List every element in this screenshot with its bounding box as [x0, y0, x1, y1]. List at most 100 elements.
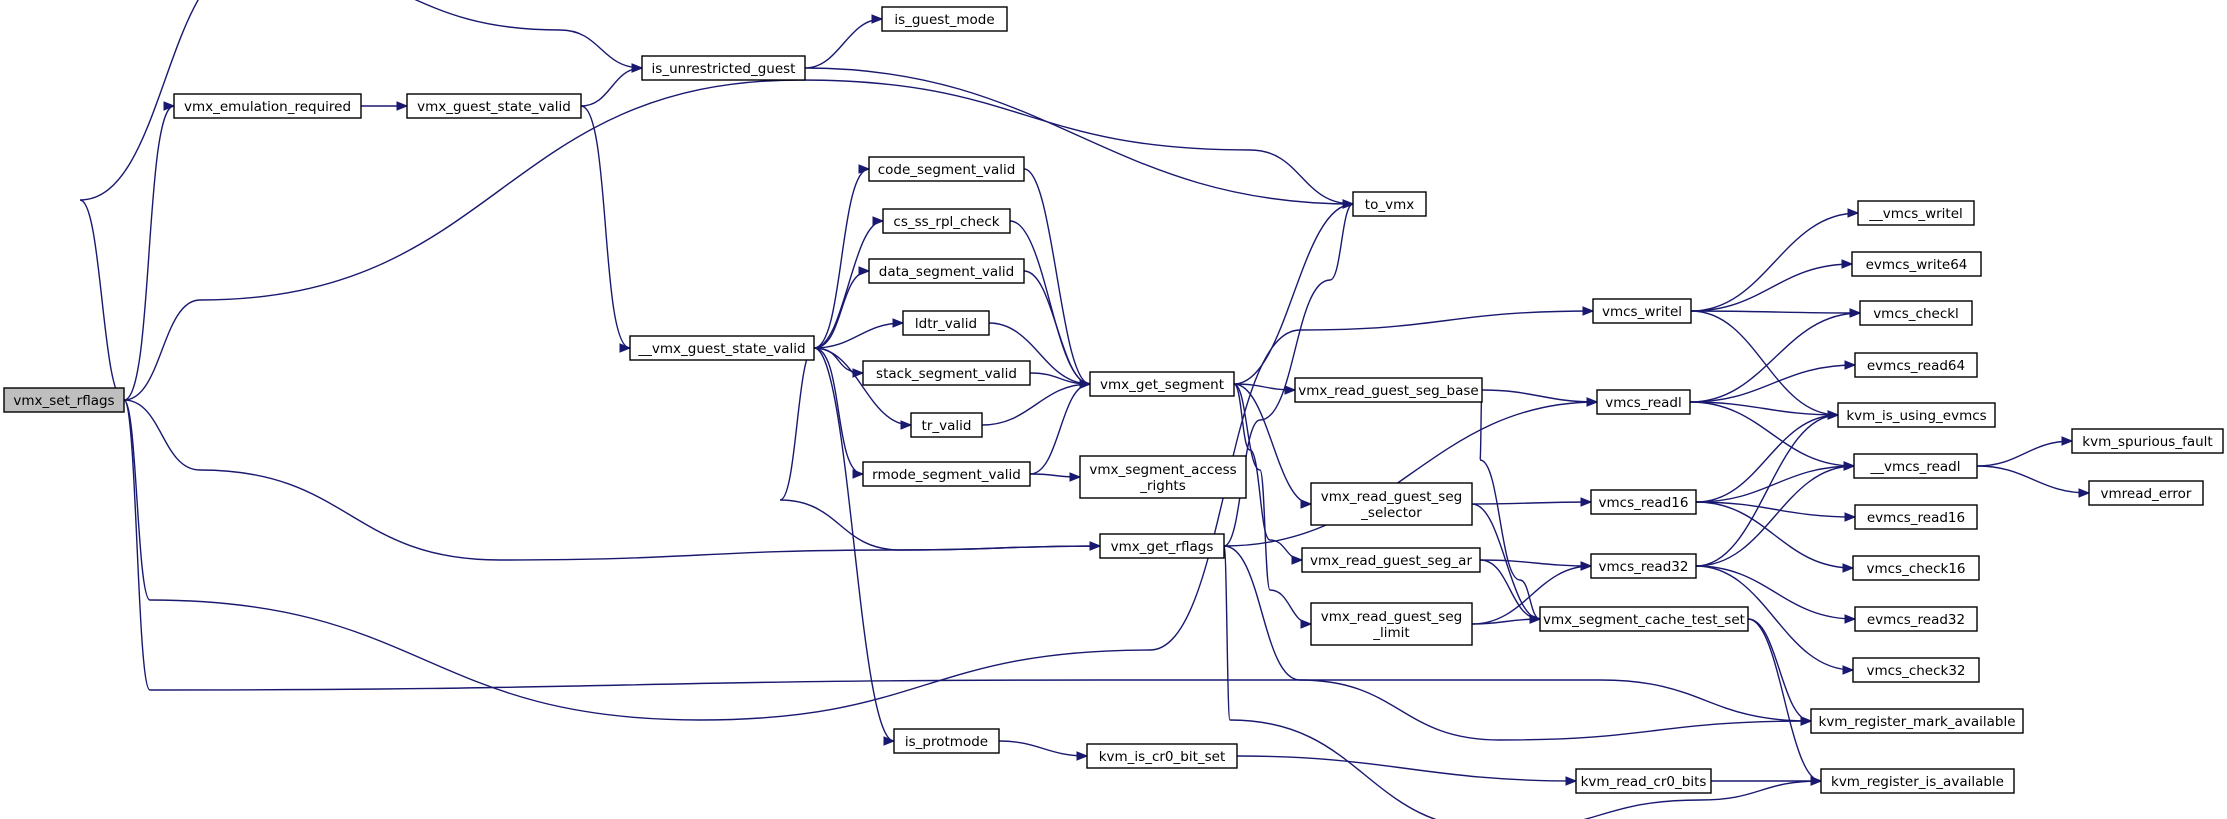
- edge-vmx-guest-state-valid-to-code-segment-valid: [813, 164, 871, 349]
- node-cs-ss-rpl-check[interactable]: cs_ss_rpl_check: [882, 208, 1011, 234]
- node-label: evmcs_read32: [1867, 612, 1965, 628]
- edge-vmx-get-segment-to-vmx-read-guest-seg-ar: [1233, 383, 1304, 565]
- node-vmx-emulation-required[interactable]: vmx_emulation_required: [173, 93, 362, 119]
- node-data-segment-valid[interactable]: data_segment_valid: [868, 258, 1025, 284]
- node-vmcs-read16[interactable]: vmcs_read16: [1590, 489, 1697, 515]
- edge-vmcs-readl-to-evmcs-read64: [1689, 360, 1857, 403]
- edge-vmcs-readl-to-kvm-spurious-fault: [1976, 436, 2074, 467]
- node-label: vmcs_writel: [1602, 304, 1682, 320]
- node-label: __vmcs_writel: [1868, 206, 1963, 222]
- edge-vmx-guest-state-valid-to-vmx-get-rflags: [779, 347, 1102, 551]
- edge-vmcs-writel-to-vmcs-writel: [1690, 208, 1860, 312]
- node-kvm-is-cr0-bit-set[interactable]: kvm_is_cr0_bit_set: [1086, 743, 1238, 769]
- edge-vmx-get-rflags-to-kvm-register-is-available: [1223, 545, 1823, 819]
- node-label: __vmx_guest_state_valid: [637, 341, 805, 357]
- node-vmx-read-guest-seg-limit[interactable]: vmx_read_guest_seg_limit: [1310, 602, 1473, 646]
- node-kvm-read-cr0-bits[interactable]: kvm_read_cr0_bits: [1575, 768, 1712, 794]
- node-vmcs-check16[interactable]: vmcs_check16: [1852, 555, 1980, 581]
- node-code-segment-valid[interactable]: code_segment_valid: [868, 156, 1025, 182]
- node-label: evmcs_read16: [1867, 510, 1965, 526]
- node-vmx-read-guest-seg-base[interactable]: vmx_read_guest_seg_base: [1294, 377, 1483, 403]
- edge-vmx-segment-cache-test-set-to-kvm-register-is-available: [1747, 618, 1823, 786]
- edge-vmcs-read32-to-kvm-is-using-evmcs: [1695, 410, 1840, 567]
- edge-tr-valid-to-vmx-get-segment: [981, 379, 1092, 426]
- node-vmcs-writel[interactable]: vmcs_writel: [1592, 298, 1692, 324]
- node-evmcs-read64[interactable]: evmcs_read64: [1854, 352, 1978, 378]
- node-is-guest-mode[interactable]: is_guest_mode: [881, 6, 1008, 32]
- node-label: rmode_segment_valid: [872, 467, 1021, 483]
- node-kvm-is-using-evmcs[interactable]: kvm_is_using_evmcs: [1837, 402, 1996, 428]
- edge-vmcs-read16-to-vmcs-readl: [1695, 461, 1856, 503]
- node-evmcs-write64[interactable]: evmcs_write64: [1851, 251, 1982, 277]
- edge-vmx-guest-state-valid-to-cs-ss-rpl-check: [813, 216, 885, 349]
- node-label: kvm_is_cr0_bit_set: [1099, 749, 1226, 765]
- node-label: kvm_is_using_evmcs: [1846, 408, 1986, 424]
- node-vmx-segment-access-rights[interactable]: vmx_segment_access_rights: [1079, 455, 1247, 499]
- edge-vmx-read-guest-seg-base-to-vmcs-readl: [1481, 389, 1599, 407]
- node-label: is_unrestricted_guest: [652, 61, 796, 77]
- edge-vmcs-readl-to-vmread-error: [1976, 465, 2091, 498]
- edge-vmx-read-guest-seg-limit-to-vmx-segment-cache-test-set: [1471, 614, 1542, 625]
- node-vmread-error[interactable]: vmread_error: [2088, 480, 2204, 506]
- node-label: vmx_emulation_required: [184, 99, 351, 115]
- edge-vmcs-writel-to-vmcs-checkl: [1690, 308, 1862, 318]
- node-vmx-read-guest-seg-selector[interactable]: vmx_read_guest_seg_selector: [1310, 482, 1473, 526]
- node-label: code_segment_valid: [878, 162, 1016, 178]
- node-vmx-set-rflags[interactable]: vmx_set_rflags: [3, 387, 125, 413]
- node-label: _limit: [1372, 625, 1409, 641]
- node-kvm-register-mark-available[interactable]: kvm_register_mark_available: [1810, 708, 2024, 734]
- node-evmcs-read32[interactable]: evmcs_read32: [1854, 606, 1978, 632]
- node-tr-valid[interactable]: tr_valid: [910, 412, 983, 438]
- node-is-unrestricted-guest[interactable]: is_unrestricted_guest: [641, 55, 806, 81]
- node-label: is_guest_mode: [894, 12, 994, 28]
- node-vmx-read-guest-seg-ar[interactable]: vmx_read_guest_seg_ar: [1301, 547, 1481, 573]
- node-label: to_vmx: [1365, 197, 1414, 213]
- node-label: vmx_segment_cache_test_set: [1543, 612, 1745, 628]
- edge-vmcs-writel-to-evmcs-write64: [1690, 259, 1854, 312]
- node-vmcs-read32[interactable]: vmcs_read32: [1590, 553, 1697, 579]
- node-vmx-segment-cache-test-set[interactable]: vmx_segment_cache_test_set: [1539, 606, 1749, 632]
- node-vmcs-checkl[interactable]: vmcs_checkl: [1859, 300, 1973, 326]
- node-vmcs-writel[interactable]: __vmcs_writel: [1857, 200, 1975, 226]
- node-label: vmcs_read16: [1599, 495, 1689, 511]
- edge-vmcs-read16-to-evmcs-read16: [1695, 501, 1857, 522]
- node-rmode-segment-valid[interactable]: rmode_segment_valid: [862, 461, 1031, 487]
- edge-vmx-guest-state-valid-to-is-protmode: [813, 347, 896, 746]
- node-is-protmode[interactable]: is_protmode: [893, 728, 1000, 754]
- node-vmx-get-segment[interactable]: vmx_get_segment: [1089, 371, 1235, 397]
- edge-kvm-is-cr0-bit-set-to-kvm-read-cr0-bits: [1236, 755, 1578, 786]
- edge-is-unrestricted-guest-to-to-vmx: [804, 67, 1355, 209]
- node-vmx-get-rflags[interactable]: vmx_get_rflags: [1099, 533, 1225, 559]
- node-label: vmcs_readl: [1605, 395, 1682, 411]
- node-stack-segment-valid[interactable]: stack_segment_valid: [862, 360, 1031, 386]
- edge-vmx-guest-state-valid-to-tr-valid: [813, 347, 913, 430]
- node-vmx-guest-state-valid[interactable]: __vmx_guest_state_valid: [629, 335, 815, 361]
- node-to-vmx[interactable]: to_vmx: [1352, 191, 1427, 217]
- edge-vmx-guest-state-valid-to-stack-segment-valid: [813, 347, 865, 378]
- node-kvm-register-is-available[interactable]: kvm_register_is_available: [1820, 768, 2015, 794]
- node-kvm-spurious-fault[interactable]: kvm_spurious_fault: [2071, 428, 2224, 454]
- node-vmcs-readl[interactable]: __vmcs_readl: [1853, 453, 1978, 479]
- node-label: vmread_error: [2101, 486, 2192, 502]
- node-evmcs-read16[interactable]: evmcs_read16: [1854, 504, 1978, 530]
- edge-vmx-guest-state-valid-to-is-unrestricted-guest: [580, 63, 644, 107]
- node-label: vmx_read_guest_seg_ar: [1310, 553, 1472, 569]
- node-vmx-guest-state-valid[interactable]: vmx_guest_state_valid: [406, 93, 582, 119]
- node-label: vmx_segment_access: [1089, 462, 1236, 478]
- node-label: _rights: [1139, 478, 1186, 494]
- edge-vmx-set-rflags-to-kvm-register-mark-available: [123, 399, 1813, 726]
- node-label: vmx_read_guest_seg: [1321, 609, 1462, 625]
- edge-vmx-set-rflags-to-vmx-emulation-required: [123, 101, 176, 401]
- edge-vmx-set-rflags-to-is-unrestricted-guest: [79, 0, 644, 401]
- node-vmcs-check32[interactable]: vmcs_check32: [1852, 657, 1980, 683]
- node-vmcs-readl[interactable]: vmcs_readl: [1596, 389, 1691, 415]
- edge-is-unrestricted-guest-to-is-guest-mode: [804, 14, 884, 69]
- node-label: kvm_register_mark_available: [1819, 714, 2016, 730]
- node-label: kvm_register_is_available: [1831, 774, 2004, 790]
- node-ldtr-valid[interactable]: ldtr_valid: [902, 310, 990, 336]
- edge-is-protmode-to-kvm-is-cr0-bit-set: [998, 740, 1089, 761]
- node-label: is_protmode: [905, 734, 988, 750]
- node-label: vmcs_read32: [1599, 559, 1689, 575]
- edge-kvm-read-cr0-bits-to-kvm-register-is-available: [1711, 776, 1823, 786]
